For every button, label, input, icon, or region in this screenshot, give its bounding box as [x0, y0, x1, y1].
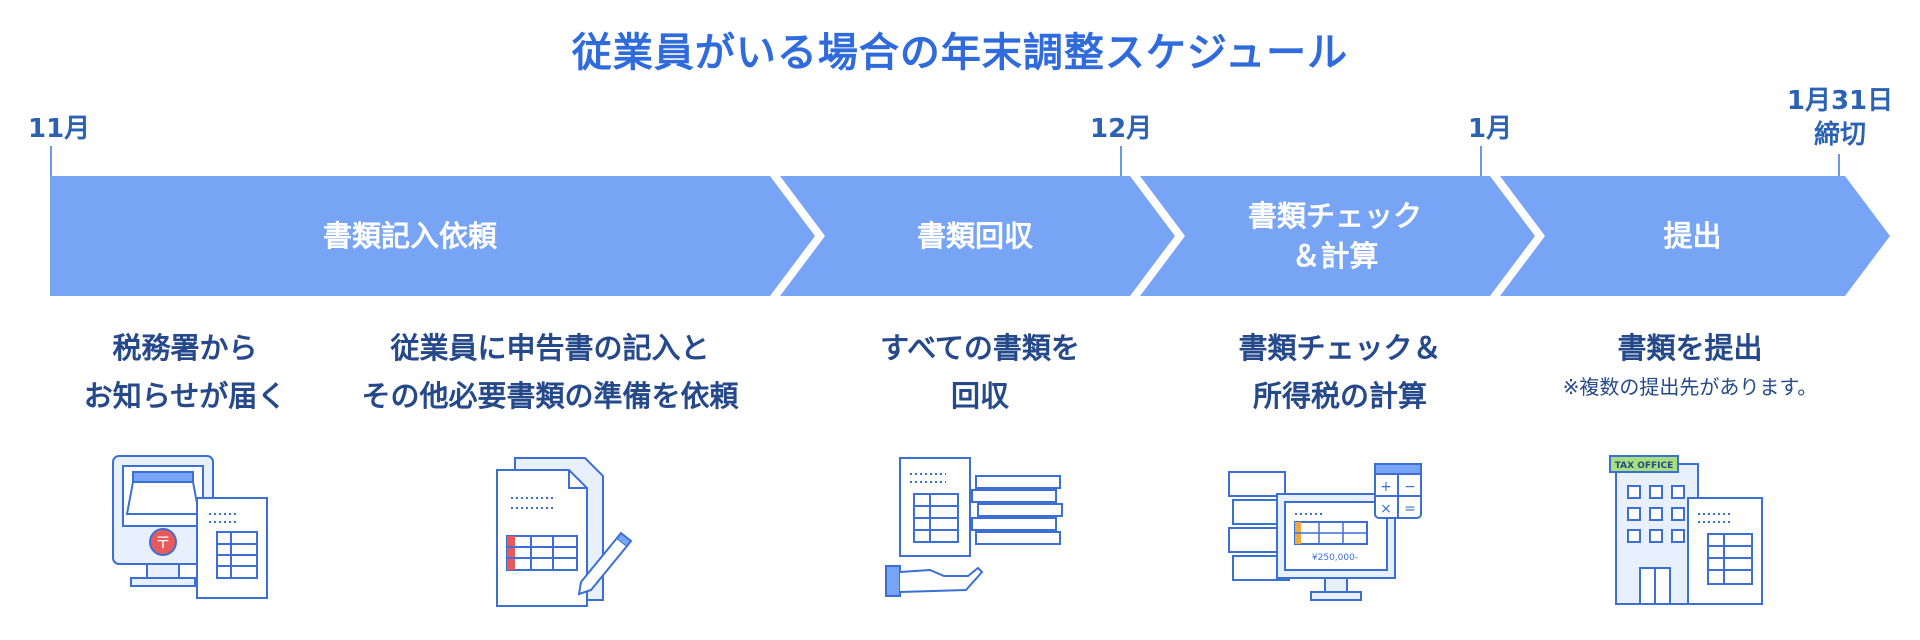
- step-submit-note: ※複数の提出先があります。: [1562, 375, 1818, 399]
- marker-november: 11月: [28, 114, 91, 144]
- page-title: 従業員がいる場合の年末調整スケジュール: [571, 30, 1349, 76]
- step-request: 従業員に申告書の記入と その他必要書類の準備を依頼: [320, 324, 780, 420]
- phase-label-check-line1: 書類チェック: [1247, 199, 1422, 233]
- marker-december: 12月: [1090, 114, 1153, 144]
- step-notice: 税務署から お知らせが届く: [50, 324, 320, 420]
- step-check-line2: 所得税の計算: [1252, 379, 1427, 413]
- step-collect: すべての書類を 回収: [830, 324, 1130, 420]
- phase-label-check: 書類チェック ＆計算: [1180, 176, 1490, 296]
- phase-arrow-4: [1500, 176, 1890, 296]
- phase-label-check-line2: ＆計算: [1291, 239, 1379, 273]
- tick-december: [1120, 146, 1122, 182]
- phase-label-request: 書類記入依頼: [322, 219, 497, 253]
- phase-label-submit: 提出: [1663, 219, 1722, 253]
- phase-label-collect: 書類回収: [916, 219, 1033, 253]
- amount-text: ¥250,000-: [1312, 553, 1358, 563]
- deadline-date: 1月31日: [1786, 86, 1894, 116]
- step-check-line1: 書類チェック＆: [1238, 331, 1442, 365]
- marker-january: 1月: [1468, 114, 1513, 144]
- phase-arrow-3: [1140, 176, 1535, 296]
- document-pen-icon: [496, 457, 633, 607]
- deadline-label: 締切: [1813, 120, 1866, 150]
- phase-arrow-2: [780, 176, 1175, 296]
- tick-january: [1480, 146, 1482, 182]
- step-request-line1: 従業員に申告書の記入と: [390, 331, 710, 365]
- calculator-monitor-icon: ¥250,000- + − × =: [1228, 463, 1422, 601]
- svg-text:=: =: [1404, 501, 1416, 517]
- tax-office-mail-icon: 〒: [112, 455, 268, 599]
- document-collect-icon: [885, 457, 1063, 597]
- step-notice-line2: お知らせが届く: [83, 379, 287, 413]
- step-collect-line1: すべての書類を: [880, 331, 1080, 365]
- svg-text:×: ×: [1380, 501, 1392, 517]
- phase-arrow-1: [50, 176, 815, 296]
- svg-text:+: +: [1380, 479, 1392, 495]
- svg-text:〒: 〒: [155, 533, 171, 552]
- step-check: 書類チェック＆ 所得税の計算: [1190, 324, 1490, 420]
- step-submit-line1: 書類を提出: [1617, 331, 1763, 365]
- step-collect-line2: 回収: [950, 379, 1009, 413]
- tax-office-sign-text: TAX OFFICE: [1615, 461, 1674, 471]
- step-request-line2: その他必要書類の準備を依頼: [361, 379, 739, 413]
- step-notice-line1: 税務署から: [112, 331, 258, 365]
- svg-text:−: −: [1404, 479, 1416, 495]
- tick-november: [50, 146, 52, 182]
- tick-deadline: [1838, 154, 1840, 184]
- phase-arrow-bar: [50, 176, 1890, 296]
- tax-office-building-icon: TAX OFFICE: [1609, 455, 1763, 605]
- marker-deadline: 1月31日 締切: [1780, 84, 1900, 152]
- step-submit: 書類を提出 ※複数の提出先があります。: [1520, 324, 1860, 402]
